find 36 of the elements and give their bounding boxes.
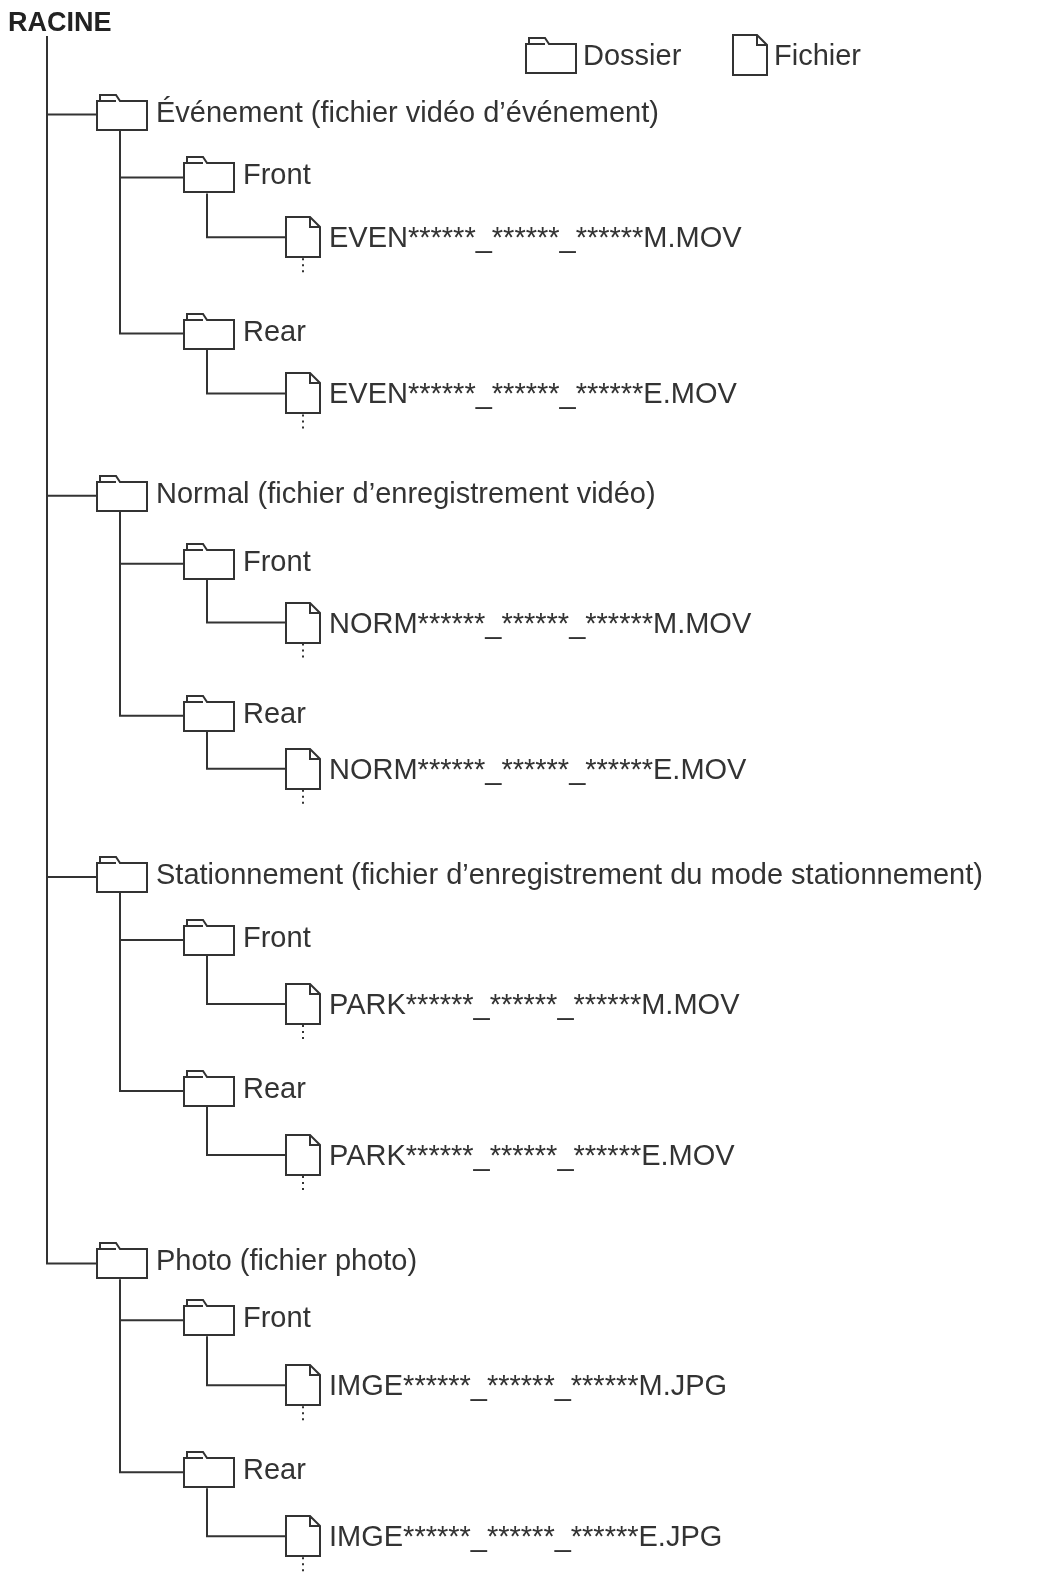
file-name: EVEN******_******_******M.MOV [329,220,742,255]
root-label: RACINE [8,6,112,40]
tree-connector [206,578,286,624]
file-name: EVEN******_******_******E.MOV [329,376,737,411]
tree-connector [206,730,286,770]
file-name: PARK******_******_******M.MOV [329,986,740,1021]
tree-connector [206,192,286,239]
folder-name: Rear [243,313,306,348]
tree-connector [206,1487,286,1538]
legend-label: Fichier [774,37,861,72]
folder-name: Front [243,157,311,192]
file-name: IMGE******_******_******E.JPG [329,1519,723,1554]
tree-connector [119,892,184,1093]
folder-name: Stationnement (fichier d’enregistrement du mode stationnement) [156,857,983,892]
file-name: NORM******_******_******M.MOV [329,605,752,640]
tree-connector [206,954,286,1005]
folder-name: Événement (fichier vidéo d’événement) [156,94,659,129]
tree-connector [119,1278,184,1474]
folder-name: Front [243,919,311,954]
file-name: IMGE******_******_******M.JPG [329,1368,728,1403]
folder-name: Front [243,1300,311,1335]
folder-name: Photo (fichier photo) [156,1243,418,1278]
tree-connector [206,1106,286,1156]
tree-connector [206,1335,286,1387]
file-name: PARK******_******_******E.MOV [329,1137,735,1172]
folder-name: Rear [243,1452,306,1487]
folder-name: Normal (fichier d’enregistrement vidéo) [156,475,656,510]
tree-connector [206,348,286,395]
tree-connector [119,510,184,717]
legend-label: Dossier [583,37,682,72]
folder-name: Front [243,543,311,578]
folder-name: Rear [243,695,306,730]
folder-name: Rear [243,1071,306,1106]
file-name: NORM******_******_******E.MOV [329,751,747,786]
tree-connector [46,35,97,1265]
tree-connector [119,129,184,335]
